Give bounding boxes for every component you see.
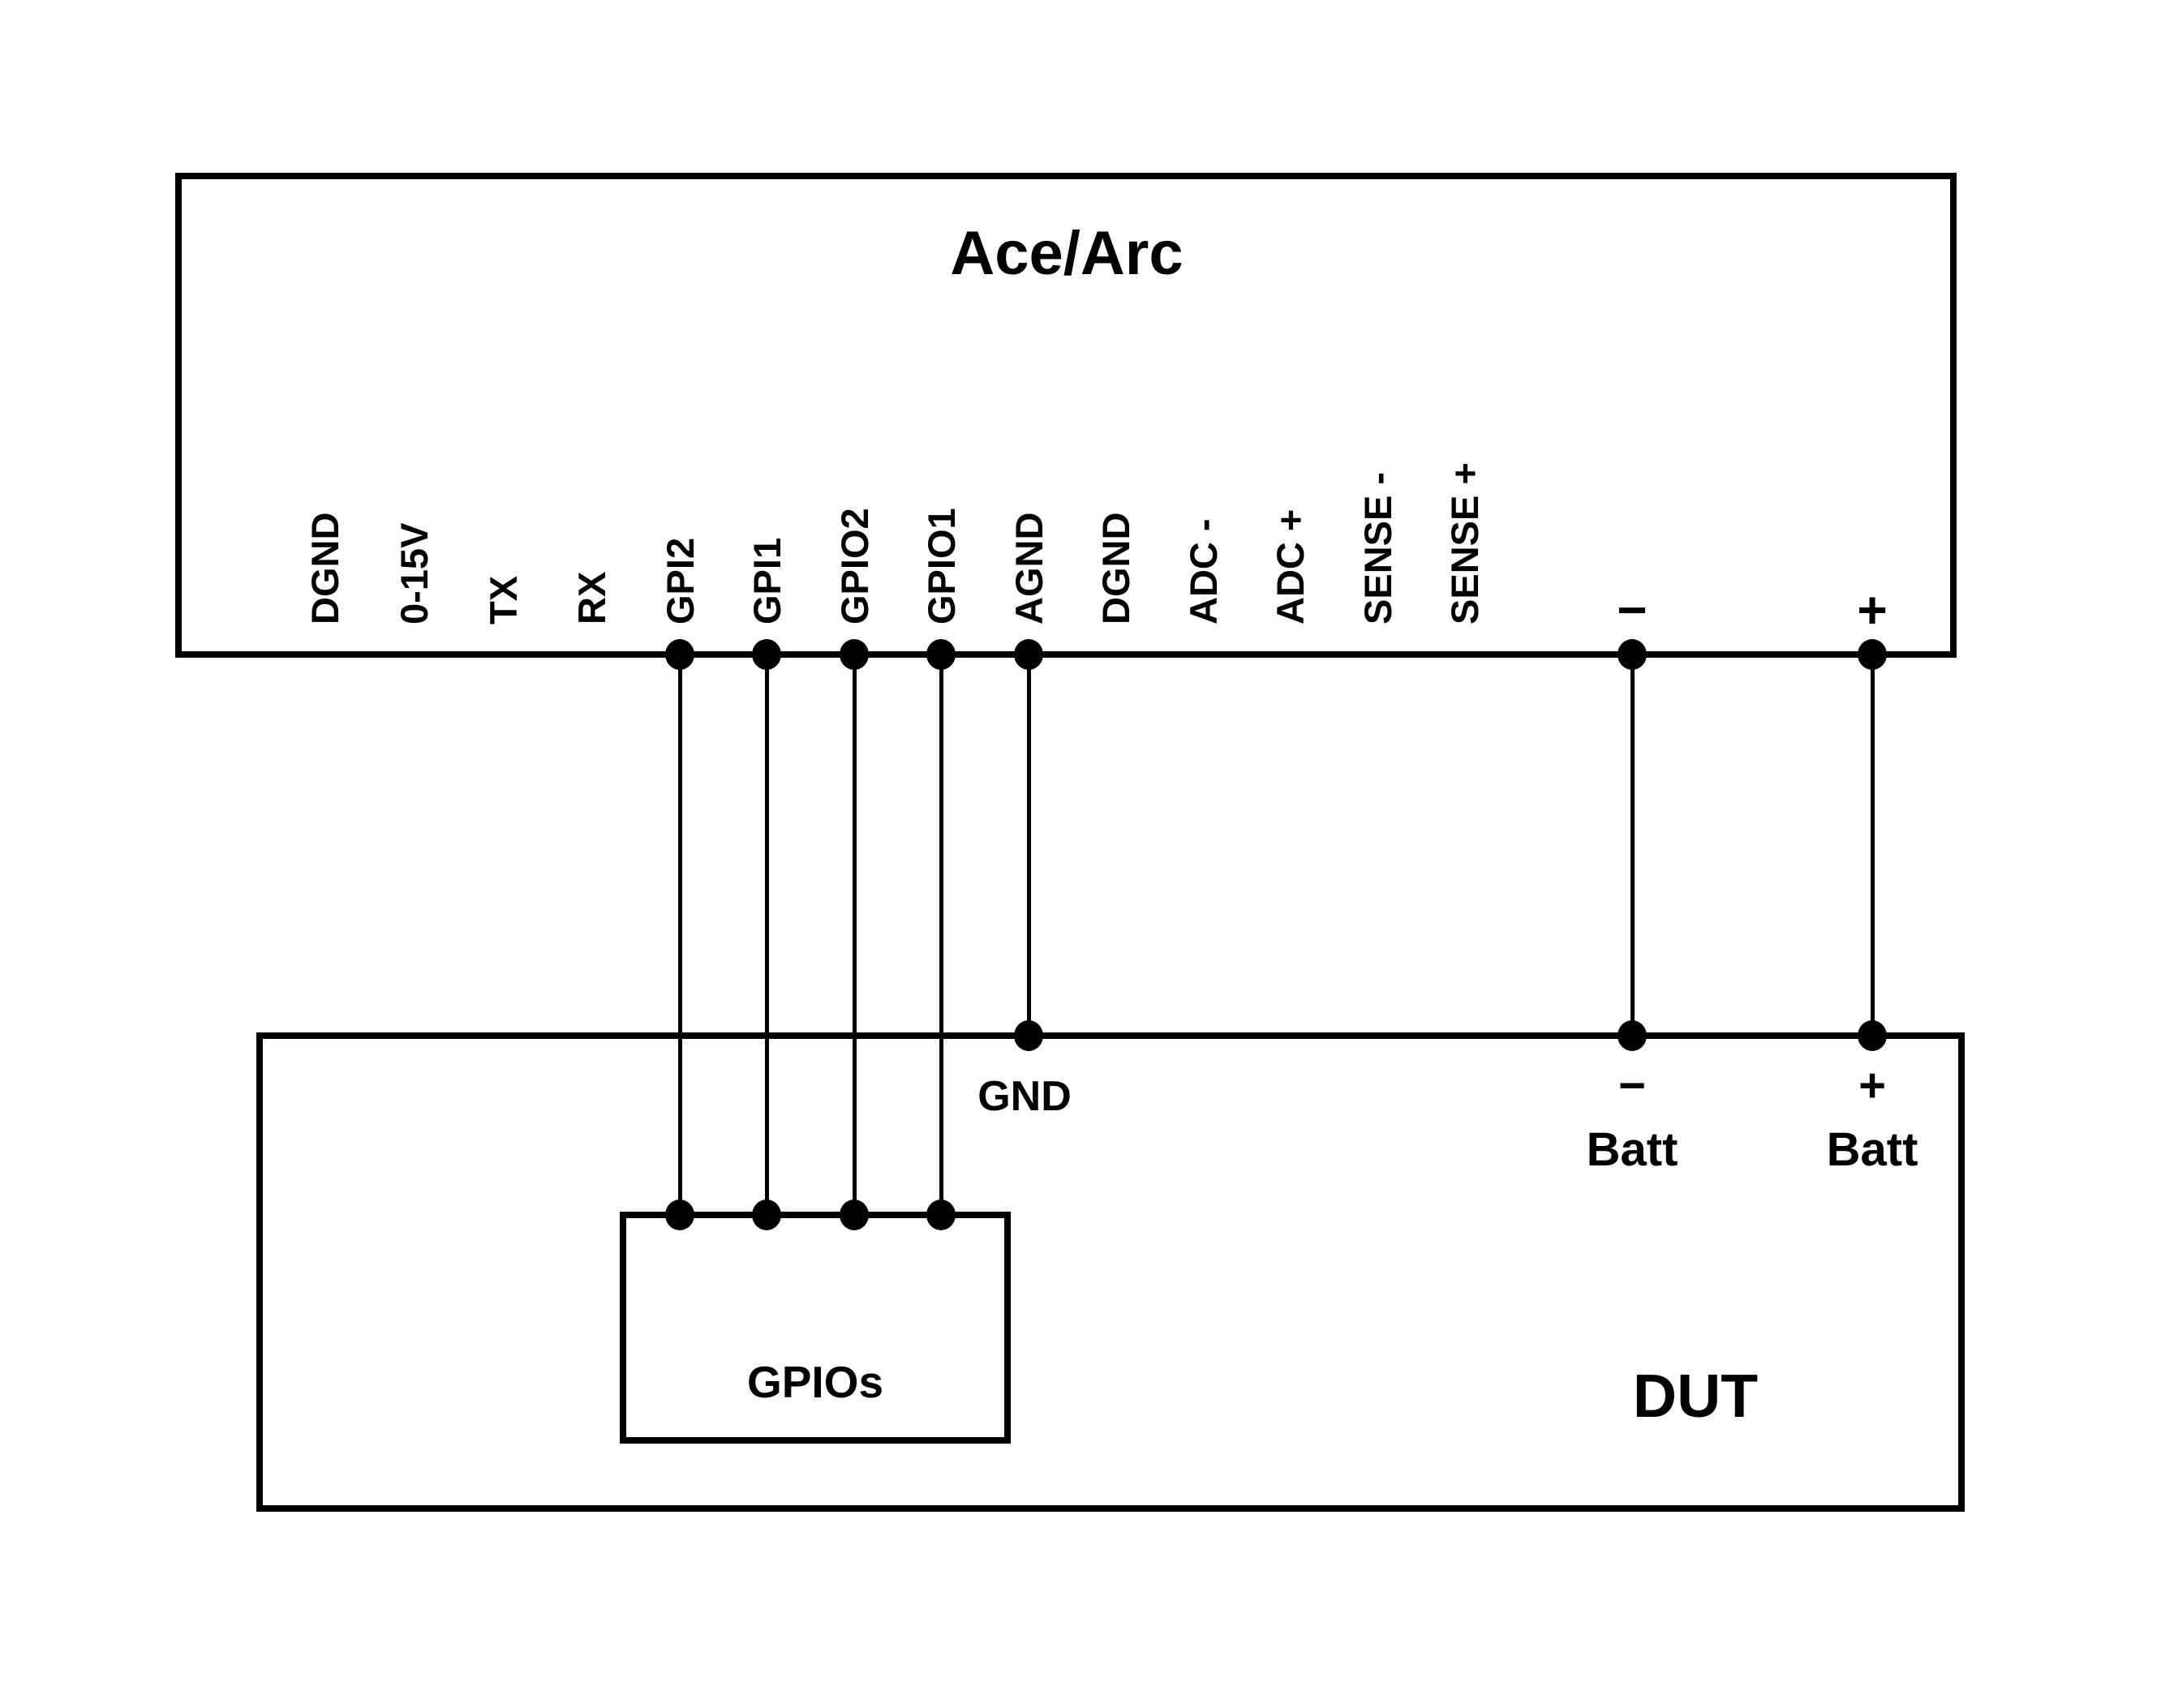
connection-dot bbox=[1014, 1020, 1043, 1051]
gpios-box bbox=[620, 1212, 1011, 1444]
dut-batt-minus-label: − Batt bbox=[1586, 1059, 1678, 1176]
ace-arc-box bbox=[175, 173, 1957, 658]
wire bbox=[1026, 654, 1031, 1036]
battery-pin-sign: − bbox=[1617, 581, 1648, 639]
connection-dot bbox=[840, 639, 869, 670]
battery-pin-sign: + bbox=[1857, 581, 1888, 639]
connection-dot bbox=[840, 1199, 869, 1230]
pin-label: ADC - bbox=[1182, 518, 1225, 624]
pin-label: RX bbox=[570, 571, 613, 624]
batt-minus-word: Batt bbox=[1586, 1123, 1678, 1176]
batt-plus-word: Batt bbox=[1826, 1123, 1918, 1176]
dut-title: DUT bbox=[1632, 1362, 1759, 1430]
wire bbox=[852, 654, 857, 1215]
connection-dot bbox=[665, 1199, 694, 1230]
pin-label: TX bbox=[482, 575, 525, 624]
dut-box bbox=[256, 1032, 1965, 1512]
pin-label: SENSE + bbox=[1443, 462, 1486, 624]
pin-label: GPIO2 bbox=[833, 508, 876, 624]
connection-dot bbox=[1858, 1020, 1887, 1051]
wire bbox=[1630, 654, 1635, 1036]
pin-label: DGND bbox=[1094, 512, 1137, 624]
gpios-box-label: GPIOs bbox=[746, 1357, 884, 1407]
connection-dot bbox=[1618, 1020, 1647, 1051]
pin-label: GPI2 bbox=[659, 537, 702, 624]
wire bbox=[764, 654, 769, 1215]
dut-batt-plus-label: + Batt bbox=[1826, 1059, 1918, 1176]
pin-label: AGND bbox=[1008, 512, 1050, 624]
pin-label: SENSE - bbox=[1356, 471, 1399, 624]
connection-dot bbox=[1858, 639, 1887, 670]
connection-dot bbox=[1014, 639, 1043, 670]
dut-gnd-label: GND bbox=[977, 1073, 1072, 1120]
connection-dot bbox=[926, 639, 956, 670]
pin-label: GPI1 bbox=[745, 537, 788, 624]
pin-label: 0-15V bbox=[393, 522, 436, 624]
wire bbox=[677, 654, 682, 1215]
pin-label: GPIO1 bbox=[920, 508, 963, 624]
pin-label: ADC + bbox=[1269, 509, 1312, 624]
connection-dot bbox=[752, 1199, 781, 1230]
ace-arc-title: Ace/Arc bbox=[950, 219, 1184, 288]
wire bbox=[1870, 654, 1875, 1036]
connection-dot bbox=[752, 639, 781, 670]
minus-sign: − bbox=[1618, 1059, 1646, 1112]
wire bbox=[939, 654, 943, 1215]
connection-dot bbox=[926, 1199, 956, 1230]
plus-sign: + bbox=[1858, 1059, 1886, 1112]
pin-label: DGND bbox=[303, 512, 346, 624]
connection-dot bbox=[1618, 639, 1647, 670]
connection-dot bbox=[665, 639, 694, 670]
